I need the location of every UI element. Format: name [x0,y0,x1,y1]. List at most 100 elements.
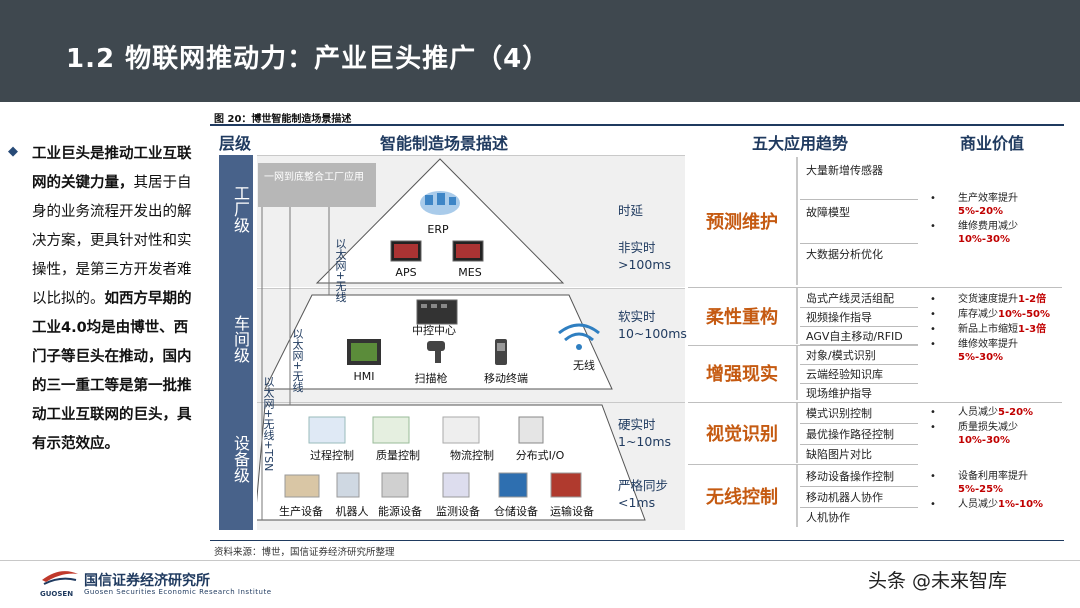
aps-monitor-icon [391,241,421,261]
header-scene: 智能制造场景描述 [380,130,508,154]
latency-factory-2: 非实时 [618,239,671,256]
latency-factory-0: 时延 [618,202,671,219]
value-text: 维修效率提升 [958,339,1018,350]
trend-item: 移动机器人协作 [800,488,918,508]
header-level: 层级 [219,130,251,154]
value-text: 人员减少 [958,499,998,510]
value-highlight: 10%-30% [958,435,1010,446]
footer-logo-text: 国信证券经济研究所 [84,570,210,590]
value-block-1: 生产效率提升5%-20% 维修费用减少10%-30% [930,192,1062,248]
value-highlight: 5%-30% [958,352,1003,363]
callout-integrate: 一网到底整合工厂应用 [258,163,376,207]
latency-device-sync: 严格同步 <1ms [618,477,668,511]
commentary-p2-bold: 如西方早期的工业4.0均是由博世、西门子等巨头在推动，国内的三一重工等是第一批推… [32,291,192,452]
energy-equipment-icon [382,473,408,497]
latency-workshop: 软实时 10~100ms [618,308,687,342]
latency-workshop-1: 10~100ms [618,325,687,342]
label-wireless: 无线 [564,357,604,373]
erp-cloud-icon [420,191,460,215]
level-column: 工厂级 车间级 设备级 [219,155,253,530]
latency-factory: 时延 非实时 >100ms [618,202,671,273]
figure-caption: 图 20：博世智能制造场景描述 [214,110,351,125]
value-row: 设备利用率提升 5%-25% [930,470,1062,496]
trend-item: 现场维护指导 [800,385,918,402]
latency-device-hard-0: 硬实时 [618,416,671,433]
value-highlight: 1-2倍 [1018,294,1046,305]
value-text: 维修费用减少 [958,221,1018,232]
value-row: 交货速度提升1-2倍 [930,293,1062,306]
value-row: 新品上市缩短1-3倍 [930,323,1062,336]
footer-rule [0,560,1080,561]
logo-mark: GUOSEN [40,590,73,598]
value-highlight: 1-3倍 [1018,324,1046,335]
figure-top-rule [210,124,1064,126]
mes-monitor-icon [453,241,483,261]
page-title: 1.2 物联网推动力：产业巨头推广（4） [66,38,549,75]
trend-item: 移动设备操作控制 [800,467,918,487]
label-energy: 能源设备 [372,503,428,519]
value-highlight: 5%-25% [958,484,1003,495]
value-highlight: 5-20% [998,407,1033,418]
storage-equipment-icon [499,473,527,497]
value-text: 库存减少 [958,309,998,320]
latency-factory-3: >100ms [618,256,671,273]
label-mes: MES [452,266,488,279]
central-control-icon [417,300,457,324]
level-workshop-text: 车间级 [219,315,253,363]
value-text: 质量损失减少 [958,422,1018,433]
latency-device-hard-1: 1~10ms [618,433,671,450]
distributed-io-icon [519,417,543,443]
label-scanner: 扫描枪 [406,370,456,386]
trend-item: AGV自主移动/RFID [800,328,918,345]
figure-bottom-rule [210,540,1064,541]
label-robot: 机器人 [330,503,374,519]
trend-item: 大量新增传感器 [800,162,918,200]
value-highlight: 10%-50% [998,309,1050,320]
trend-item: 人机协作 [800,509,918,527]
footer-logo-sub: Guosen Securities Economic Research Inst… [84,588,272,596]
value-block-2: 交货速度提升1-2倍 库存减少10%-50% 新品上市缩短1-3倍 维修效率提升… [930,293,1062,366]
header-value: 商业价值 [960,130,1024,154]
trend-item: 缺陷图片对比 [800,446,918,463]
label-transport: 运输设备 [544,503,600,519]
vlabel-ethernet-wireless-tsn: 以太网+无线+TSN [263,376,274,476]
label-erp: ERP [418,223,458,236]
label-storage: 仓储设备 [488,503,544,519]
value-row: 质量损失减少 10%-30% [930,421,1062,447]
monitoring-equipment-icon [443,473,469,497]
figure-source: 资料来源：博世，国信证券经济研究所整理 [214,544,395,558]
diamond-bullet-icon: ◆ [8,144,22,158]
value-text: 人员减少 [958,407,998,418]
label-quality: 质量控制 [368,447,428,463]
label-logistics: 物流控制 [442,447,502,463]
trend-item: 视频操作指导 [800,309,918,327]
commentary-text: 工业巨头是推动工业互联网的关键力量，其居于自身的业务流程开发出的解决方案，更具针… [32,140,192,459]
value-highlight: 10%-30% [958,234,1010,245]
level-factory: 工厂级 [219,185,253,233]
level-factory-text: 工厂级 [219,185,253,233]
latency-device-hard: 硬实时 1~10ms [618,416,671,450]
trend-item: 云端经验知识库 [800,366,918,384]
watermark: 头条 @未来智库 [868,566,1007,593]
value-text: 设备利用率提升 [958,471,1028,482]
transport-equipment-icon [551,473,581,497]
level-workshop: 车间级 [219,315,253,363]
latency-device-sync-1: <1ms [618,494,668,511]
robot-icon [337,473,359,497]
value-row: 人员减少5-20% [930,406,1062,419]
value-row: 库存减少10%-50% [930,308,1062,321]
header-trends: 五大应用趋势 [752,130,848,154]
trend-wireless: 无线控制 [688,465,798,527]
guosen-logo-icon [40,566,80,592]
label-central: 中控中心 [404,322,464,338]
value-block-4: 设备利用率提升 5%-25% 人员减少1%-10% [930,470,1062,513]
commentary-p1-normal: 其居于自身的业务流程开发出的解决方案，更具针对性和实操性，是第三方开发者难以比拟… [32,175,192,307]
value-row: 人员减少1%-10% [930,498,1062,511]
trend-item: 对象/模式识别 [800,347,918,365]
label-monitor: 监测设备 [430,503,486,519]
value-text: 交货速度提升 [958,294,1018,305]
latency-workshop-0: 软实时 [618,308,687,325]
value-block-3: 人员减少5-20% 质量损失减少 10%-30% [930,406,1062,449]
label-aps: APS [388,266,424,279]
logistics-control-icon [443,417,479,443]
